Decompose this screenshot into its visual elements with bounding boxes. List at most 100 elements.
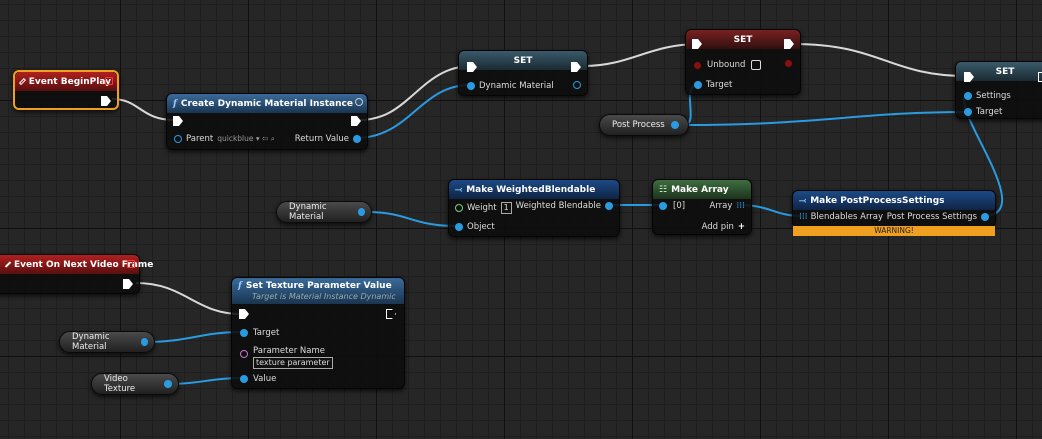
object-pin-icon xyxy=(240,329,248,337)
weight-input[interactable]: 1 xyxy=(500,202,512,214)
wire-obj-dynmat2-target xyxy=(143,331,243,343)
var-dynamic-material-2[interactable]: Dynamic Material xyxy=(59,331,155,353)
unbound-in-pin[interactable]: Unbound xyxy=(694,60,762,70)
exec-pin-icon xyxy=(239,309,249,319)
event-delegate-icon xyxy=(105,77,113,85)
target-pin[interactable]: Target xyxy=(694,80,732,90)
node-create-dynamic-material-instance[interactable]: f Create Dynamic Material Instance Paren… xyxy=(166,93,368,150)
pin-label: Parent xyxy=(186,134,214,144)
array-out-pin[interactable]: Array ⁞⁞⁞ xyxy=(710,201,746,211)
wire-exec-create-set1 xyxy=(359,65,473,121)
node-header: SET xyxy=(956,62,1042,81)
exec-in-pin[interactable] xyxy=(964,72,974,82)
name-pin-icon xyxy=(240,350,248,358)
dynamic-material-out-pin[interactable] xyxy=(573,81,581,89)
parameter-name-input[interactable]: texture parameter xyxy=(253,357,333,369)
pin-label: Return Value xyxy=(294,134,349,144)
node-event-beginplay[interactable]: Event BeginPlay xyxy=(13,70,119,110)
exec-out-pin[interactable] xyxy=(784,39,794,49)
node-event-on-next-video-frame[interactable]: Event On Next Video Frame xyxy=(0,254,153,294)
var-dynamic-material[interactable]: Dynamic Material xyxy=(276,201,372,223)
node-header: SET xyxy=(459,51,587,70)
struct-pin-icon xyxy=(605,202,613,210)
var-label: Video Texture xyxy=(104,374,136,394)
node-header: ☷ Make Array xyxy=(653,180,751,199)
weighted-blendable-out-pin[interactable]: Weighted Blendable xyxy=(516,201,613,211)
node-set-dynamic-material[interactable]: SET Dynamic Material xyxy=(458,50,588,96)
plus-icon: + xyxy=(737,222,745,232)
node-title: SET xyxy=(995,66,1015,77)
wire-obj-pp-set3target xyxy=(683,111,967,126)
var-post-process[interactable]: Post Process xyxy=(599,114,689,136)
object-pin-icon[interactable] xyxy=(670,121,679,129)
pin-label: Array xyxy=(709,201,733,211)
exec-out-pin[interactable] xyxy=(386,309,396,319)
exec-out-pin[interactable] xyxy=(123,279,133,289)
pin-label: Blendables Array xyxy=(810,212,884,222)
exec-in-pin[interactable] xyxy=(467,62,477,72)
unbound-checkbox[interactable] xyxy=(751,60,762,70)
node-subtitle: Target is Material Instance Dynamic xyxy=(252,292,396,301)
array-element-0-pin[interactable]: [0] xyxy=(659,201,685,211)
exec-out-pin[interactable] xyxy=(1038,72,1042,82)
exec-pin-icon xyxy=(351,116,361,126)
object-pin-icon[interactable] xyxy=(358,208,365,216)
node-make-weighted-blendable[interactable]: ⤙ Make WeightedBlendable Weight 1 Weight… xyxy=(448,179,620,237)
exec-out-pin[interactable] xyxy=(101,96,111,106)
node-make-array[interactable]: ☷ Make Array [0] Array ⁞⁞⁞ Add pin + xyxy=(652,179,752,235)
exec-in-pin[interactable] xyxy=(692,39,702,49)
bool-pin-icon xyxy=(785,60,792,67)
node-title: Make Array xyxy=(671,184,729,195)
exec-pin-icon xyxy=(784,39,794,49)
var-label: Dynamic Material xyxy=(289,202,327,222)
exec-in-pin[interactable] xyxy=(239,309,249,319)
dynamic-material-in-pin[interactable]: Dynamic Material xyxy=(467,81,554,91)
exec-pin-icon xyxy=(101,96,111,106)
object-pin-icon xyxy=(455,223,463,231)
exec-out-pin[interactable] xyxy=(571,62,581,72)
parent-value-dropdown[interactable]: quickblue ▾ ⇦ ⌕ xyxy=(217,134,275,143)
blendables-array-pin[interactable]: ⁞⁞⁞ Blendables Array xyxy=(799,212,883,222)
node-set-texture-parameter-value[interactable]: f Set Texture Parameter Value Target is … xyxy=(231,277,405,389)
pin-label: Post Process Settings xyxy=(886,212,977,222)
settings-pin[interactable]: Settings xyxy=(964,91,1011,101)
wire-obj-dynmat-object xyxy=(365,211,459,227)
pin-label: Target xyxy=(706,80,733,90)
post-process-settings-out-pin[interactable]: Post Process Settings xyxy=(887,212,989,222)
node-header: ⤙ Make WeightedBlendable xyxy=(449,180,619,199)
parameter-name-pin[interactable]: Parameter Name texture parameter xyxy=(240,346,333,369)
object-pin[interactable]: Object xyxy=(455,222,495,232)
node-make-postprocess-settings[interactable]: ⤙ Make PostProcessSettings ⁞⁞⁞ Blendable… xyxy=(792,190,996,236)
node-set-unbound[interactable]: SET Unbound Target xyxy=(685,29,801,95)
exec-pin-icon xyxy=(173,116,183,126)
pin-label: Settings xyxy=(976,91,1011,101)
value-pin[interactable]: Value xyxy=(240,374,276,384)
var-video-texture[interactable]: Video Texture xyxy=(91,373,179,395)
node-set-settings[interactable]: SET Settings Target xyxy=(955,61,1042,119)
return-value-pin[interactable]: Return Value xyxy=(295,134,361,144)
event-diamond-icon xyxy=(4,261,12,268)
exec-in-pin[interactable] xyxy=(173,116,183,126)
object-pin-icon xyxy=(964,108,972,116)
var-label: Post Process xyxy=(612,120,665,130)
pin-label: Target xyxy=(976,107,1003,117)
weight-pin[interactable]: Weight 1 xyxy=(455,202,512,214)
wire-obj-return-set1 xyxy=(355,84,471,139)
exec-out-pin[interactable] xyxy=(351,116,361,126)
target-pin[interactable]: Target xyxy=(964,107,1002,117)
struct-icon: ⤙ xyxy=(799,195,807,206)
object-pin-icon[interactable] xyxy=(164,380,172,388)
target-pin[interactable]: Target xyxy=(240,328,279,338)
object-pin-icon[interactable] xyxy=(141,338,148,346)
object-pin-icon xyxy=(467,82,475,90)
exec-pin-icon xyxy=(692,39,702,49)
parent-pin[interactable]: Parent quickblue ▾ ⇦ ⌕ xyxy=(174,134,275,144)
add-pin-button[interactable]: Add pin + xyxy=(702,222,745,232)
node-header: ⤙ Make PostProcessSettings xyxy=(793,191,995,210)
unbound-out-pin[interactable] xyxy=(785,60,792,67)
pin-label: Object xyxy=(467,222,495,232)
pin-label: Value xyxy=(253,374,277,384)
object-pin-icon xyxy=(573,81,581,89)
object-pin-icon xyxy=(174,135,182,143)
